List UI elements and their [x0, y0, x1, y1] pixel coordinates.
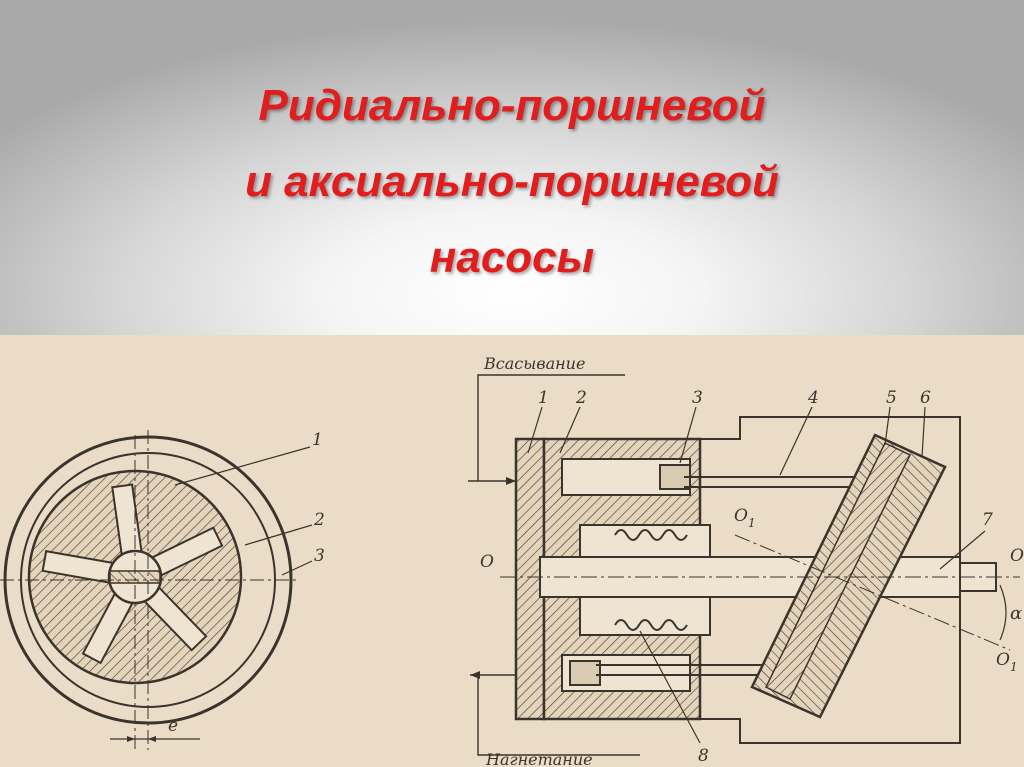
slide-title: Ридиально-поршневой и аксиально-поршнево…: [0, 68, 1024, 296]
title-line-2: и аксиально-поршневой: [245, 157, 779, 206]
radial-label-1: 1: [312, 430, 323, 450]
o1-bottom-main: O: [996, 650, 1010, 670]
axis-label-o1-bottom: O1: [996, 650, 1018, 674]
suction-leader: [477, 374, 625, 481]
radial-pistons: [41, 483, 224, 665]
axial-pump-diagram: [468, 374, 1020, 756]
technical-drawing: 1 2 3 e: [0, 335, 1024, 767]
leader-axial-6: [921, 406, 926, 458]
axial-label-5: 5: [886, 388, 897, 408]
eccentricity-label: e: [168, 716, 178, 736]
axial-label-4: 4: [807, 388, 819, 408]
inclined-axis-o1-o1: [734, 534, 1011, 651]
axial-label-2: 2: [575, 388, 587, 408]
spring-top: [614, 529, 688, 541]
leader-line-2: [244, 524, 313, 546]
suction-label: Всасывание: [483, 354, 585, 373]
o1-bottom-subscript: 1: [1010, 660, 1018, 674]
o1-top-main: O: [734, 506, 748, 526]
o1-top-subscript: 1: [748, 516, 756, 530]
axial-label-7: 7: [982, 510, 993, 530]
swash-plate-ring: [765, 442, 912, 701]
radial-label-3: 3: [314, 546, 325, 566]
spring-bottom: [614, 619, 688, 631]
leader-line-1: [174, 446, 311, 486]
axis-label-o1-top: O1: [734, 506, 756, 530]
suction-arrow-head: [506, 477, 516, 485]
title-line-3: насосы: [429, 233, 595, 282]
discharge-leader: [477, 675, 640, 756]
axis-label-left-o: O: [480, 552, 494, 572]
axial-label-8: 8: [698, 746, 709, 766]
radial-pump-diagram: [0, 430, 313, 750]
leader-axial-4: [779, 406, 813, 476]
leader-axial-7: [939, 530, 986, 570]
axial-piston-top: [659, 464, 691, 490]
eccentricity-arrows: [127, 736, 156, 742]
axial-label-1: 1: [538, 388, 549, 408]
axis-label-right-o: O: [1010, 546, 1024, 566]
leader-axial-1: [527, 406, 543, 454]
axial-label-6: 6: [920, 388, 931, 408]
leader-axial-3: [679, 406, 697, 464]
title-area: Ридиально-поршневой и аксиально-поршнево…: [0, 0, 1024, 335]
angle-alpha-label: α: [1010, 603, 1022, 624]
leader-axial-5: [884, 406, 891, 446]
leader-axial-2: [559, 406, 581, 454]
leader-axial-8: [639, 630, 701, 744]
discharge-label: Нагнетание: [485, 750, 593, 767]
discharge-arrow-head: [470, 671, 480, 679]
leader-line-3: [281, 560, 313, 576]
title-line-1: Ридиально-поршневой: [258, 81, 766, 130]
axial-piston-bottom: [569, 660, 601, 686]
angle-arc: [999, 584, 1007, 641]
radial-label-2: 2: [313, 510, 325, 530]
axial-label-3: 3: [692, 388, 703, 408]
pump-drawing-svg: 1 2 3 e: [0, 354, 1024, 767]
